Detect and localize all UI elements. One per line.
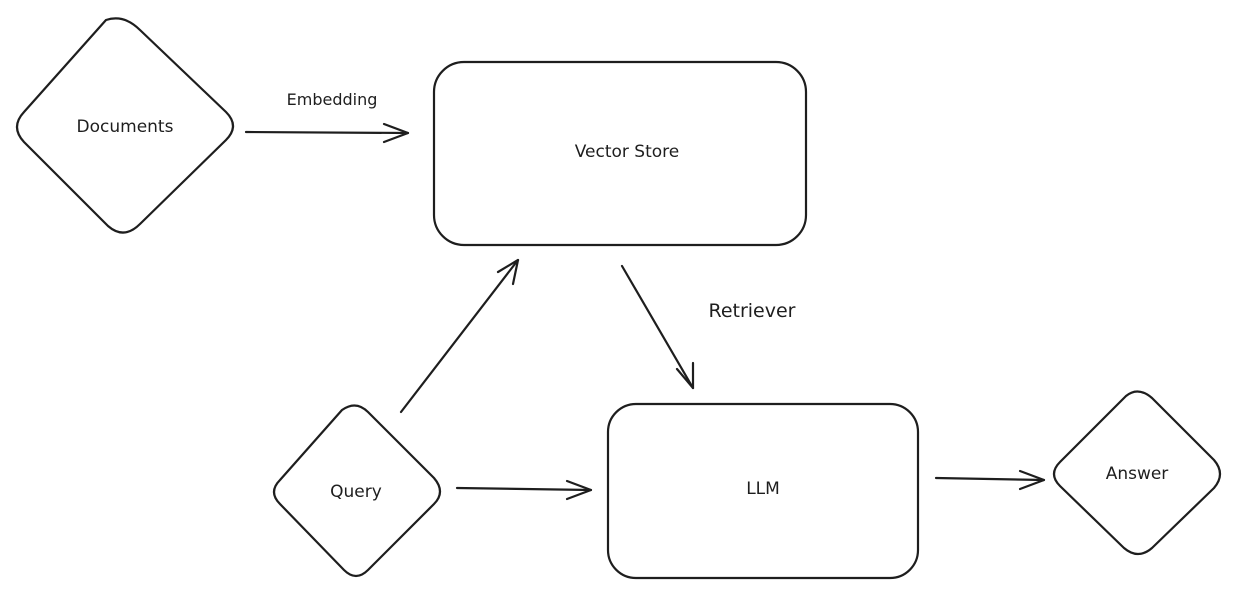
- query-diamond-shape: [272, 404, 442, 578]
- query-llm-arrow-line: [455, 486, 593, 492]
- answer-node[interactable]: Answer: [1052, 390, 1222, 556]
- query-vector-arrow-line: [399, 258, 520, 414]
- retriever-arrow-head: [675, 361, 695, 390]
- answer-arrow-head: [1018, 469, 1046, 491]
- query-label: Query: [330, 482, 382, 502]
- query-node[interactable]: Query: [272, 404, 442, 578]
- edge-documents-to-vector-store: Embedding: [244, 90, 410, 144]
- edge-query-to-vector-store: [399, 258, 520, 414]
- edge-vector-store-to-llm: Retriever: [620, 264, 796, 390]
- embedding-arrow-line: [244, 130, 410, 135]
- vector-store-node[interactable]: Vector Store: [432, 60, 808, 247]
- edge-query-to-llm: [455, 479, 593, 501]
- documents-diamond-shape: [15, 17, 235, 234]
- llm-box: [606, 402, 920, 580]
- embedding-arrow-head: [382, 122, 410, 144]
- answer-arrow-line: [934, 476, 1046, 482]
- vector-store-label: Vector Store: [575, 142, 680, 162]
- query-vector-arrow-head: [496, 258, 520, 286]
- edge-llm-to-answer: [934, 469, 1046, 491]
- llm-label: LLM: [746, 479, 780, 499]
- answer-label: Answer: [1106, 464, 1169, 484]
- answer-diamond-shape: [1052, 390, 1222, 556]
- llm-node[interactable]: LLM: [606, 402, 920, 580]
- retriever-arrow-line: [620, 264, 695, 390]
- documents-label: Documents: [77, 117, 174, 137]
- vector-store-box: [432, 60, 808, 247]
- documents-node[interactable]: Documents: [15, 17, 235, 234]
- embedding-label: Embedding: [287, 90, 378, 109]
- retriever-label: Retriever: [708, 300, 795, 322]
- query-llm-arrow-head: [565, 479, 593, 501]
